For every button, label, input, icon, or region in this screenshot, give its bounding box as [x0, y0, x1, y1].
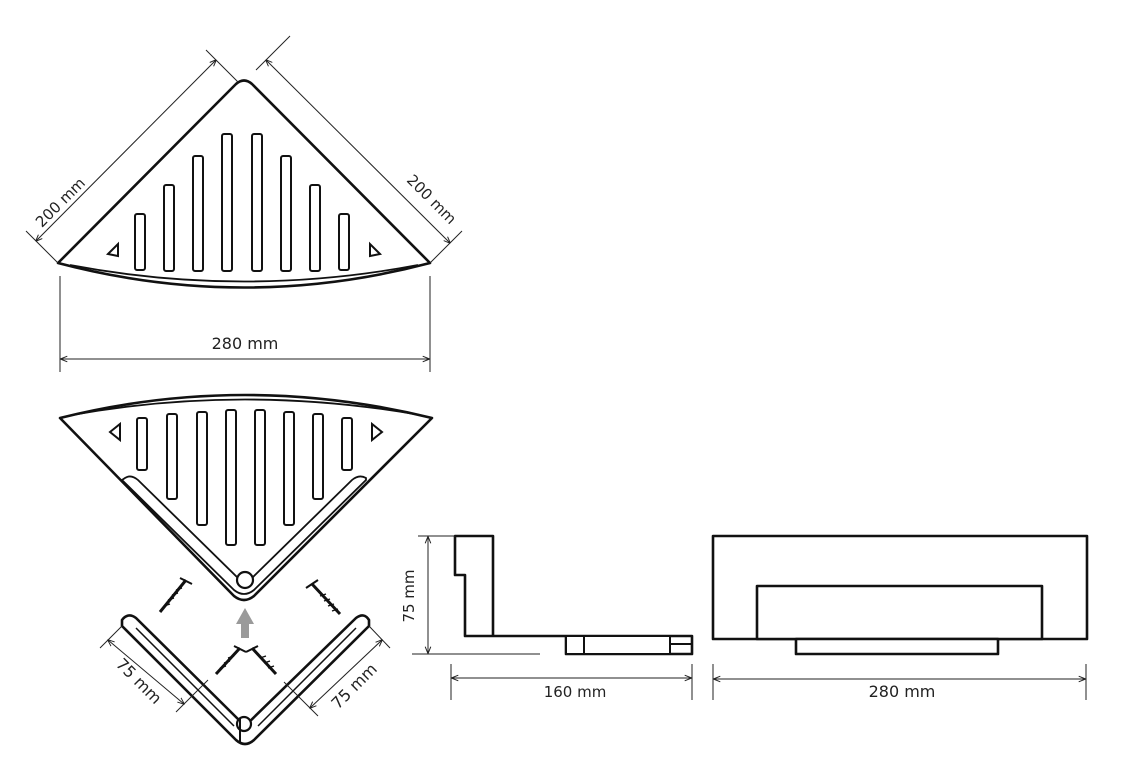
dim-label-shelf-side-right: 200 mm — [403, 171, 460, 228]
dim-label-shelf-width: 280 mm — [212, 334, 279, 353]
front-view — [711, 534, 1089, 656]
front-view-base — [794, 637, 1000, 656]
screw-icon — [214, 645, 247, 676]
dim-label-side-height: 75 mm — [400, 569, 418, 622]
dim-label-front-width: 280 mm — [869, 682, 936, 701]
shelf-top-lip — [69, 264, 419, 283]
dim-side-depth: 160 mm — [450, 664, 693, 701]
shelf-bottom-slots — [108, 409, 384, 546]
dim-label-side-depth: 160 mm — [544, 683, 607, 701]
shelf-top-outline — [56, 79, 432, 289]
shelf-bottom-mount-hole — [235, 570, 255, 590]
shelf-bottom-outline — [58, 393, 434, 602]
corner-bracket-outline — [120, 614, 371, 746]
front-view-inset — [755, 584, 1044, 641]
side-view — [453, 534, 694, 656]
dim-label-bracket-leg-right: 75 mm — [327, 659, 380, 712]
shelf-bottom-lip — [71, 398, 421, 416]
dim-front-width: 280 mm — [712, 664, 1087, 701]
screw-icon — [305, 579, 342, 616]
shelf-bottom-view — [58, 393, 434, 602]
shelf-bottom-bracket-seat — [120, 475, 367, 595]
dim-side-height: 75 mm — [400, 535, 540, 655]
arrow-up-icon — [236, 608, 254, 638]
dim-shelf-width: 280 mm — [59, 276, 431, 372]
screw-icon — [245, 645, 278, 676]
dim-label-shelf-side-left: 200 mm — [32, 174, 89, 231]
shelf-top-view — [56, 79, 432, 289]
screw-icon — [158, 577, 193, 613]
